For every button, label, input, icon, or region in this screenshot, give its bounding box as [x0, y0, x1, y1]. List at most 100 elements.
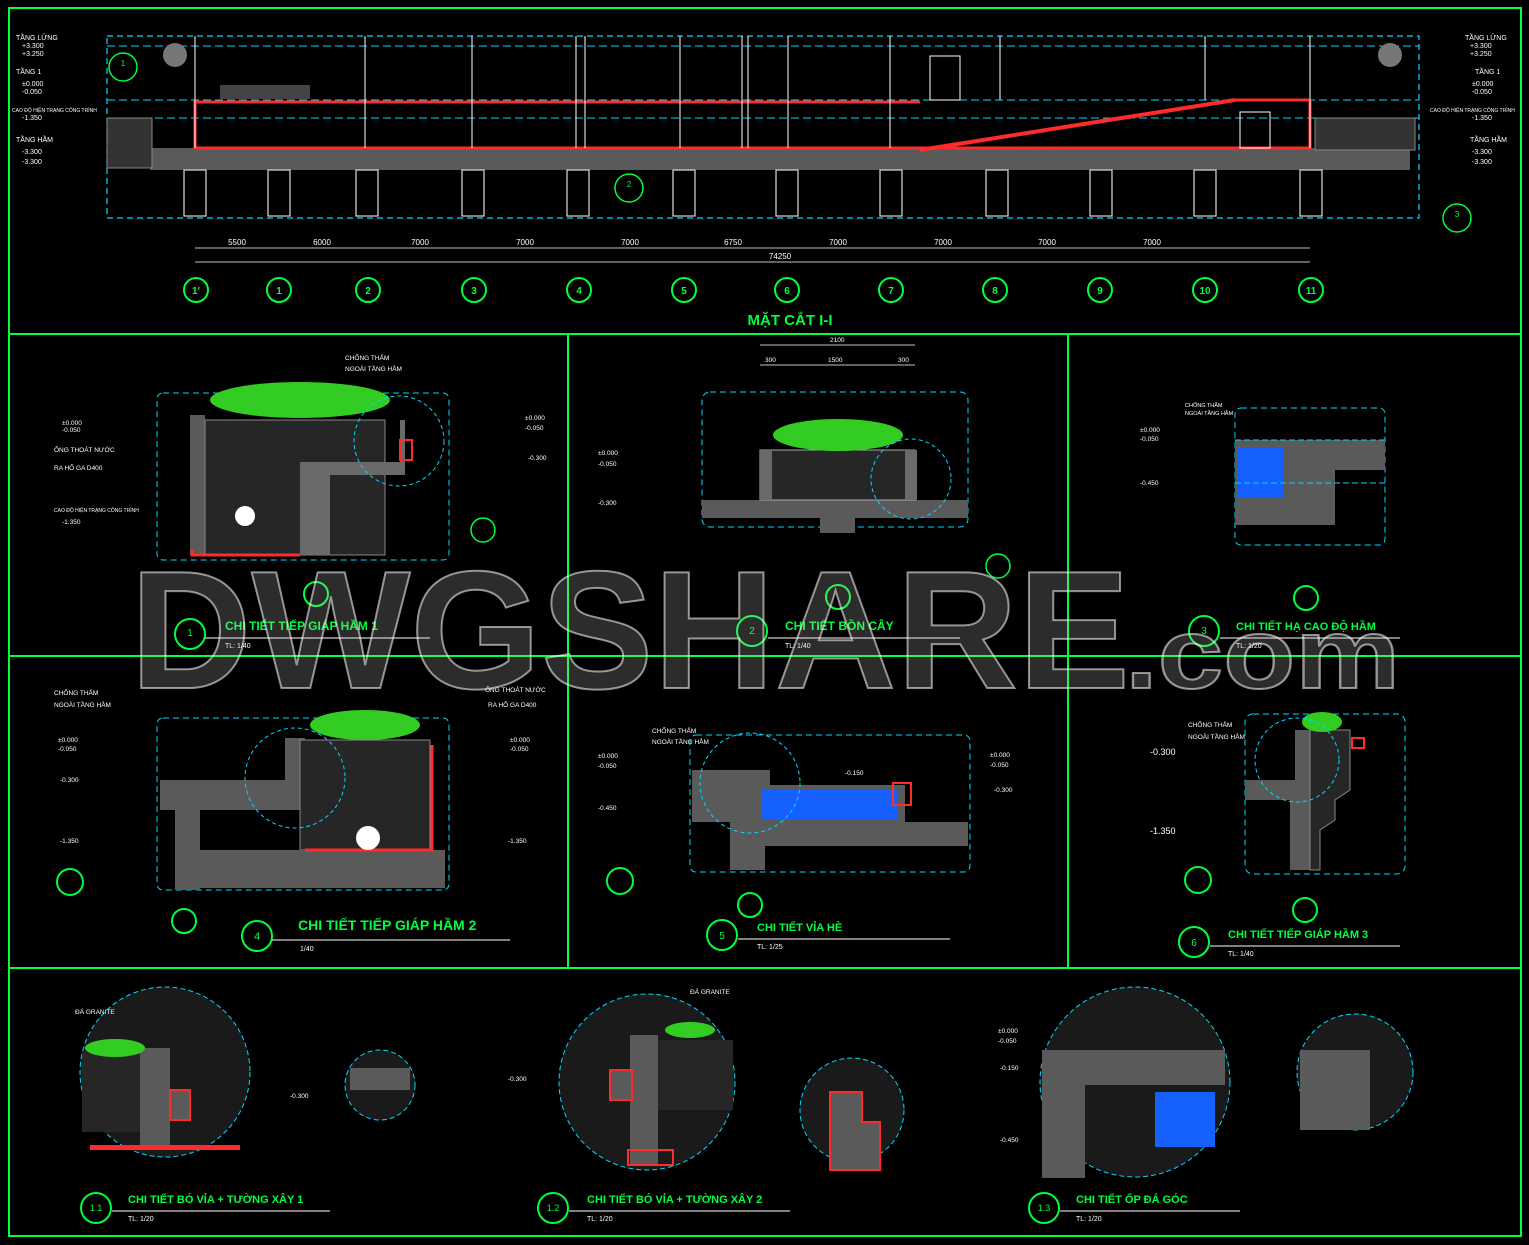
callout-bubble	[171, 908, 197, 934]
detail-scale: TL: 1/25	[757, 944, 783, 951]
svg-text:1: 1	[121, 59, 126, 68]
detail-number: 1.1	[90, 1203, 103, 1213]
callout-bubble: 1	[108, 52, 138, 82]
svg-text:-1.350: -1.350	[1472, 115, 1492, 122]
svg-text:-1.350: -1.350	[60, 838, 79, 845]
svg-text:ĐÁ GRANITE: ĐÁ GRANITE	[75, 1007, 115, 1016]
plant-icon	[210, 382, 390, 418]
dim-1: 6000	[313, 238, 331, 247]
svg-text:9: 9	[1097, 286, 1103, 297]
detail-title: CHI TIẾT HẠ CAO ĐỘ HẦM	[1236, 620, 1376, 633]
svg-text:-0.300: -0.300	[1150, 747, 1176, 757]
svg-text:+3.250: +3.250	[1470, 51, 1492, 58]
detail-scale: TL: 1/20	[1236, 643, 1262, 650]
grid-bubble: 9	[1087, 277, 1113, 303]
svg-text:NGOÀI TẦNG HẦM: NGOÀI TẦNG HẦM	[54, 699, 111, 709]
dim-5: 6750	[724, 238, 742, 247]
detail-title-block: 1 CHI TIẾT TIẾP GIÁP HẦM 1 TL: 1/40	[174, 618, 430, 650]
grid-bubble: 10	[1192, 277, 1218, 303]
svg-text:±0.000: ±0.000	[598, 450, 618, 457]
sheet-frame	[8, 7, 1522, 1237]
svg-text:-0.050: -0.050	[58, 746, 77, 753]
detail-number: 5	[719, 931, 725, 942]
dim-3: 7000	[516, 238, 534, 247]
svg-text:-3.300: -3.300	[22, 159, 42, 166]
foundation-slab	[150, 148, 1410, 170]
svg-text:±0.000: ±0.000	[990, 752, 1010, 759]
paving-hatch	[762, 790, 897, 820]
svg-text:3: 3	[1455, 210, 1460, 219]
tree-left-icon	[163, 43, 187, 67]
detail-scale: TL: 1/40	[1228, 951, 1254, 958]
svg-text:±0.000: ±0.000	[598, 753, 618, 760]
svg-text:4: 4	[576, 286, 582, 297]
planter-strip	[220, 85, 310, 99]
detail-title: CHI TIẾT BÓ VỈA + TƯỜNG XÂY 1	[128, 1193, 303, 1206]
detail-title-block: 4 CHI TIẾT TIẾP GIÁP HẦM 2 1/40	[241, 917, 510, 953]
callout-bubble	[1292, 897, 1318, 923]
left-levels: TẦNG LỬNG +3.300 +3.250 TẦNG 1 ±0.000 -0…	[12, 32, 97, 166]
detail-scale: TL: 1/20	[587, 1216, 613, 1223]
svg-text:CHỐNG THẤM: CHỐNG THẤM	[345, 352, 389, 362]
svg-text:CHỐNG THẤM: CHỐNG THẤM	[1188, 719, 1232, 729]
soil-right	[1314, 117, 1416, 151]
detail-title-block: 6 CHI TIẾT TIẾP GIÁP HẦM 3 TL: 1/40	[1178, 926, 1400, 958]
svg-text:-0.050: -0.050	[990, 762, 1009, 769]
svg-text:2: 2	[627, 180, 632, 189]
svg-text:±0.000: ±0.000	[525, 415, 545, 422]
svg-text:-0.300: -0.300	[528, 455, 547, 462]
svg-text:-0.050: -0.050	[22, 89, 42, 96]
svg-text:NGOÀI TẦNG HẦM: NGOÀI TẦNG HẦM	[1188, 731, 1245, 741]
detail-number: 4	[254, 931, 260, 943]
section-title: MẶT CẮT I-I	[748, 311, 833, 329]
svg-text:-1.350: -1.350	[508, 838, 527, 845]
dim-0: 5500	[228, 238, 246, 247]
detail-1-3: ±0.000 -0.050 -0.150 -0.450 1.3 CHI TIẾT…	[998, 986, 1414, 1224]
svg-text:8: 8	[992, 286, 998, 297]
callout-bubble	[303, 581, 329, 607]
svg-text:±0.000: ±0.000	[62, 420, 82, 427]
grid-bubble: 4	[566, 277, 592, 303]
detail-4: CHỐNG THẤM NGOÀI TẦNG HẦM ỐNG THOÁT NƯỚC…	[54, 684, 546, 953]
detail-scale: TL: 1/40	[785, 643, 811, 650]
grid-bubble: 1'	[183, 277, 209, 303]
svg-text:5: 5	[681, 286, 687, 297]
drain-pipe-icon	[356, 826, 380, 850]
grid-bubble: 6	[774, 277, 800, 303]
svg-text:ĐÁ GRANITE: ĐÁ GRANITE	[690, 987, 730, 996]
right-levels: TẦNG LỬNG +3.300 +3.250 TẦNG 1 ±0.000 -0…	[1430, 32, 1515, 166]
svg-text:-0.300: -0.300	[598, 500, 617, 507]
callout-bubble	[56, 868, 84, 896]
granite-hatch	[1155, 1092, 1215, 1147]
detail-title: CHI TIẾT TIẾP GIÁP HẦM 2	[298, 917, 477, 933]
svg-text:1: 1	[276, 286, 282, 297]
svg-text:-0.300: -0.300	[508, 1076, 527, 1083]
svg-text:±0.000: ±0.000	[1140, 427, 1160, 434]
detail-scale: TL: 1/20	[128, 1216, 154, 1223]
svg-text:±0.000: ±0.000	[1472, 81, 1493, 88]
detail-number: 1	[187, 628, 193, 639]
svg-text:CHỐNG THẤM: CHỐNG THẤM	[54, 687, 98, 697]
svg-text:7: 7	[888, 286, 894, 297]
svg-text:-0.050: -0.050	[525, 425, 544, 432]
grid-bubble: 1	[266, 277, 292, 303]
svg-text:-0.450: -0.450	[598, 805, 617, 812]
plant-icon	[665, 1022, 715, 1038]
dim-7: 7000	[934, 238, 952, 247]
dim-2: 7000	[411, 238, 429, 247]
svg-text:2: 2	[365, 286, 371, 297]
svg-text:RA HỐ GA D400: RA HỐ GA D400	[488, 699, 537, 709]
svg-text:TẦNG 1: TẦNG 1	[1475, 66, 1500, 76]
svg-text:-0.300: -0.300	[290, 1093, 309, 1100]
soil-left	[106, 117, 153, 169]
svg-text:-0.300: -0.300	[994, 787, 1013, 794]
svg-text:-0.450: -0.450	[1140, 480, 1159, 487]
detail-scale: TL: 1/40	[225, 643, 251, 650]
grid-bubble: 5	[671, 277, 697, 303]
svg-text:NGOÀI TẦNG HẦM: NGOÀI TẦNG HẦM	[345, 363, 402, 373]
svg-text:TẦNG LỬNG: TẦNG LỬNG	[1465, 32, 1507, 42]
dim-8: 7000	[1038, 238, 1056, 247]
grid-bubble: 8	[982, 277, 1008, 303]
svg-text:10: 10	[1199, 286, 1211, 297]
detail-number: 3	[1201, 626, 1207, 637]
